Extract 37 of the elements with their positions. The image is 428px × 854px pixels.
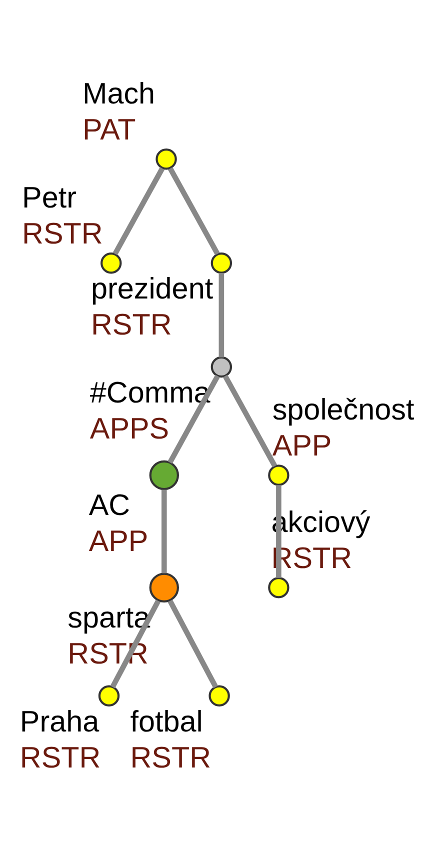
node-label: RSTR xyxy=(90,308,172,342)
node-label: RSTR xyxy=(130,740,212,774)
node-circle xyxy=(268,576,290,598)
node-label: prezident xyxy=(90,272,214,306)
connector xyxy=(162,489,167,573)
node-label: RSTR xyxy=(22,216,103,250)
node-circle xyxy=(210,252,232,274)
connector xyxy=(168,599,218,688)
connector xyxy=(222,374,278,467)
connector xyxy=(218,272,224,357)
node-label: Petr xyxy=(22,180,76,214)
node-circle xyxy=(100,252,122,274)
connector xyxy=(110,599,161,688)
node-circle xyxy=(268,464,290,486)
node-label: APP xyxy=(88,524,148,558)
node-label: akciový xyxy=(271,505,370,538)
node-label: PAT xyxy=(82,112,136,146)
connector xyxy=(276,484,282,578)
node-label: Mach xyxy=(82,76,156,110)
node-label: společnost xyxy=(272,392,414,426)
node-circle xyxy=(208,684,230,706)
node-label: fotbal xyxy=(130,704,203,738)
node-circle xyxy=(149,460,179,490)
node-label: APPS xyxy=(90,412,170,446)
node-label: RSTR xyxy=(271,541,352,574)
node-circle xyxy=(98,684,120,706)
node-label: RSTR xyxy=(20,740,101,774)
node-label: APP xyxy=(272,429,332,462)
node-label: AC xyxy=(88,488,130,522)
connector xyxy=(168,166,220,255)
connector xyxy=(112,166,165,255)
node-label: #Comma xyxy=(90,376,210,409)
node-circle xyxy=(210,356,232,378)
node-label: Praha xyxy=(20,704,100,738)
node-circle xyxy=(149,572,179,602)
connector xyxy=(168,374,220,464)
node-circle xyxy=(156,148,177,170)
